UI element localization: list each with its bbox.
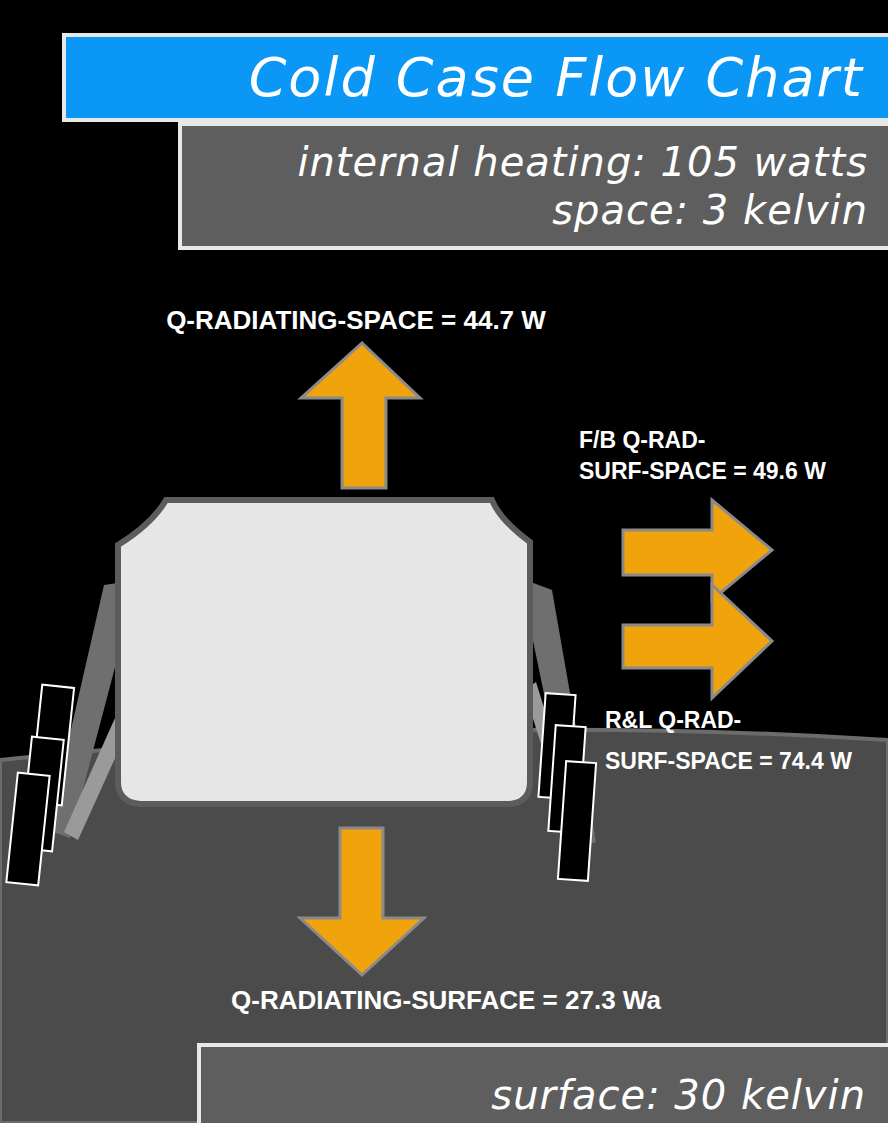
title-bar: Cold Case Flow Chart [62,33,888,122]
flux-label-box: R&L Q-RAD- SURF-SPACE = 74.4 W [605,700,867,782]
flux-label: R&L Q-RAD- SURF-SPACE = 74.4 W [605,707,852,774]
heat-arrow-right [623,585,772,698]
rover-wheel [6,773,49,886]
flux-label: Q-RADIATING-SURFACE = 27.3 Wa [231,984,661,1016]
rover-wheel [558,761,596,881]
flux-label: Q-RADIATING-SPACE = 44.7 W [166,304,546,336]
flux-label: F/B Q-RAD- SURF-SPACE = 49.6 W [579,427,826,484]
heat-arrow-right [623,500,772,600]
rover-body [118,500,530,804]
line-spacer [741,425,837,455]
info-panel: internal heating: 105 watts space: 3 kel… [178,122,888,250]
heat-arrow-down [300,828,424,975]
heat-arrow-up [301,343,420,488]
panel-text: internal heating: 105 watts space: 3 kel… [196,138,868,234]
info-panel: surface: 30 kelvin [197,1043,888,1123]
title-text: Cold Case Flow Chart [249,48,864,107]
panel-text: surface: 30 kelvin [215,1071,866,1119]
flux-label-box: F/B Q-RAD- SURF-SPACE = 49.6 W [579,425,837,487]
line-spacer [767,700,867,740]
